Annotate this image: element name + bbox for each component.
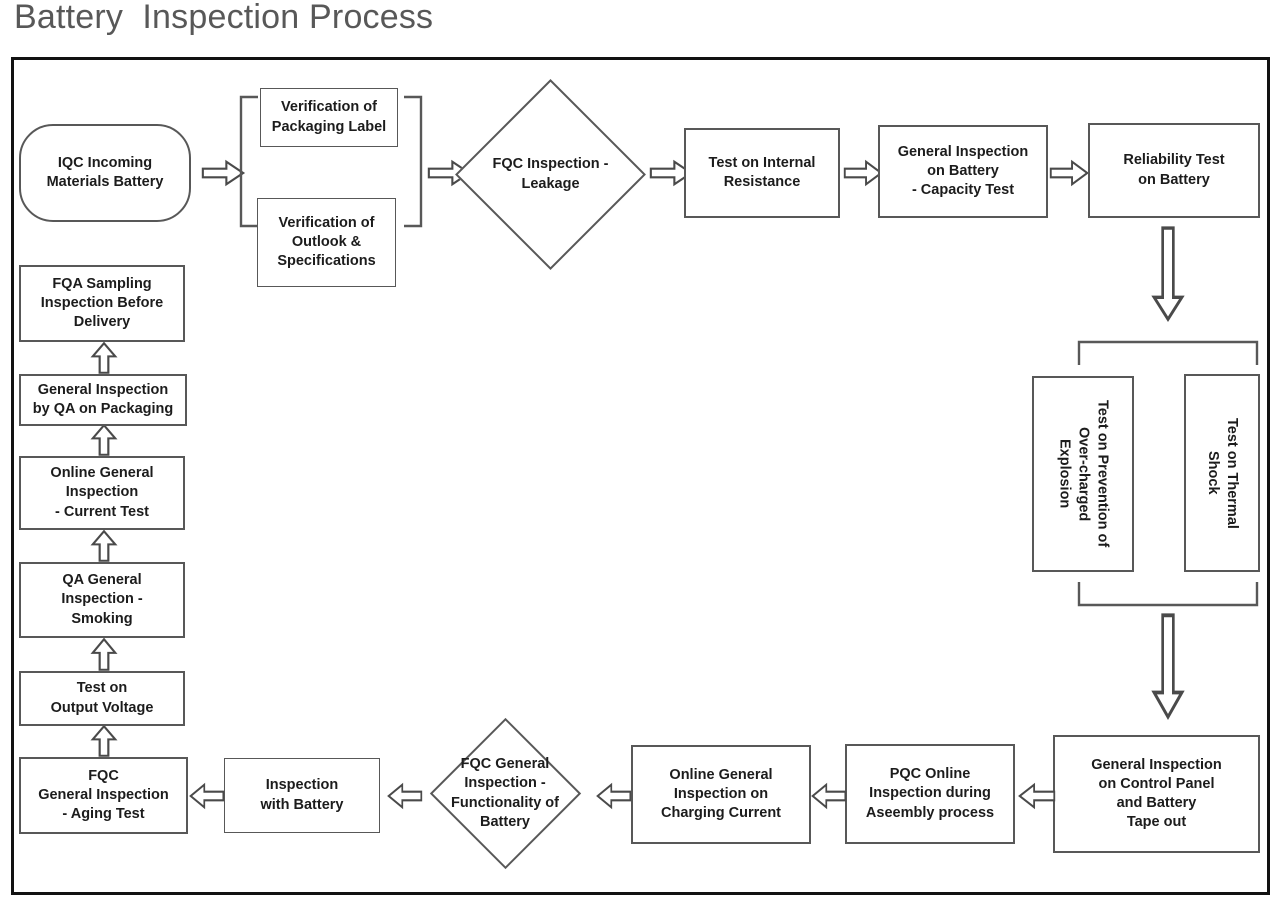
arrow-current-test-to-qa-packaging <box>90 423 118 456</box>
arrow-qa-packaging-to-fqa-sampling <box>90 341 118 374</box>
node-test-thermal-shock[interactable]: Test on Thermal Shock <box>1184 374 1260 572</box>
node-verification-packaging-label[interactable]: Verification of Packaging Label <box>260 88 398 147</box>
arrow-inspection-battery-to-aging <box>189 782 225 810</box>
arrow-output-voltage-to-smoking <box>90 637 118 671</box>
arrow-functionality-to-inspection-battery <box>387 782 423 810</box>
arrow-charging-current-to-functionality <box>596 782 632 810</box>
arrow-internal-resistance-to-capacity <box>843 159 883 187</box>
node-pqc-online-inspection[interactable]: PQC Online Inspection during Aseembly pr… <box>845 744 1015 844</box>
arrow-leakage-to-internal-resistance <box>649 159 694 187</box>
node-label: FQC Inspection - Leakage <box>492 156 609 192</box>
node-general-inspection-capacity[interactable]: General Inspection on Battery - Capacity… <box>878 125 1048 218</box>
bracket-verification-right <box>402 95 424 228</box>
node-test-overcharge-explosion[interactable]: Test on Prevention of Over-charged Explo… <box>1032 376 1134 572</box>
bracket-tests-top <box>1077 339 1259 367</box>
arrow-iqc-to-verification <box>201 159 246 187</box>
node-general-inspection-control-panel[interactable]: General Inspection on Control Panel and … <box>1053 735 1260 853</box>
node-qa-general-inspection-smoking[interactable]: QA General Inspection - Smoking <box>19 562 185 638</box>
node-fqc-functionality-of-battery[interactable]: FQC General Inspection - Functionality o… <box>429 717 582 870</box>
node-test-output-voltage[interactable]: Test on Output Voltage <box>19 671 185 726</box>
node-online-inspection-charging-current[interactable]: Online General Inspection on Charging Cu… <box>631 745 811 844</box>
bracket-tests-bottom <box>1077 580 1259 608</box>
arrow-reliability-to-tests <box>1151 226 1185 322</box>
arrow-control-panel-to-pqc <box>1018 782 1056 810</box>
node-label: FQC General Inspection - Functionality o… <box>451 756 559 830</box>
arrow-aging-to-output-voltage <box>90 724 118 757</box>
arrow-pqc-to-charging-current <box>811 782 847 810</box>
node-fqc-inspection-leakage[interactable]: FQC Inspection - Leakage <box>455 79 646 270</box>
node-test-internal-resistance[interactable]: Test on Internal Resistance <box>684 128 840 218</box>
node-inspection-with-battery[interactable]: Inspection with Battery <box>224 758 380 833</box>
node-reliability-test[interactable]: Reliability Test on Battery <box>1088 123 1260 218</box>
node-iqc-incoming[interactable]: IQC Incoming Materials Battery <box>19 124 191 222</box>
node-label: Test on Thermal Shock <box>1205 417 1240 529</box>
arrow-capacity-to-reliability <box>1049 159 1089 187</box>
arrow-smoking-to-current-test <box>90 529 118 562</box>
node-label: Test on Prevention of Over-charged Explo… <box>1056 400 1111 548</box>
node-general-inspection-qa-packaging[interactable]: General Inspection by QA on Packaging <box>19 374 187 426</box>
arrow-tests-to-control-panel <box>1151 613 1185 720</box>
node-online-general-inspection-current-test[interactable]: Online General Inspection - Current Test <box>19 456 185 530</box>
node-verification-outlook-specs[interactable]: Verification of Outlook & Specifications <box>257 198 396 287</box>
page-title: Battery Inspection Process <box>14 0 434 36</box>
node-fqc-general-inspection-aging[interactable]: FQC General Inspection - Aging Test <box>19 757 188 834</box>
node-fqa-sampling-inspection[interactable]: FQA Sampling Inspection Before Delivery <box>19 265 185 342</box>
bracket-verification-left <box>238 95 260 228</box>
